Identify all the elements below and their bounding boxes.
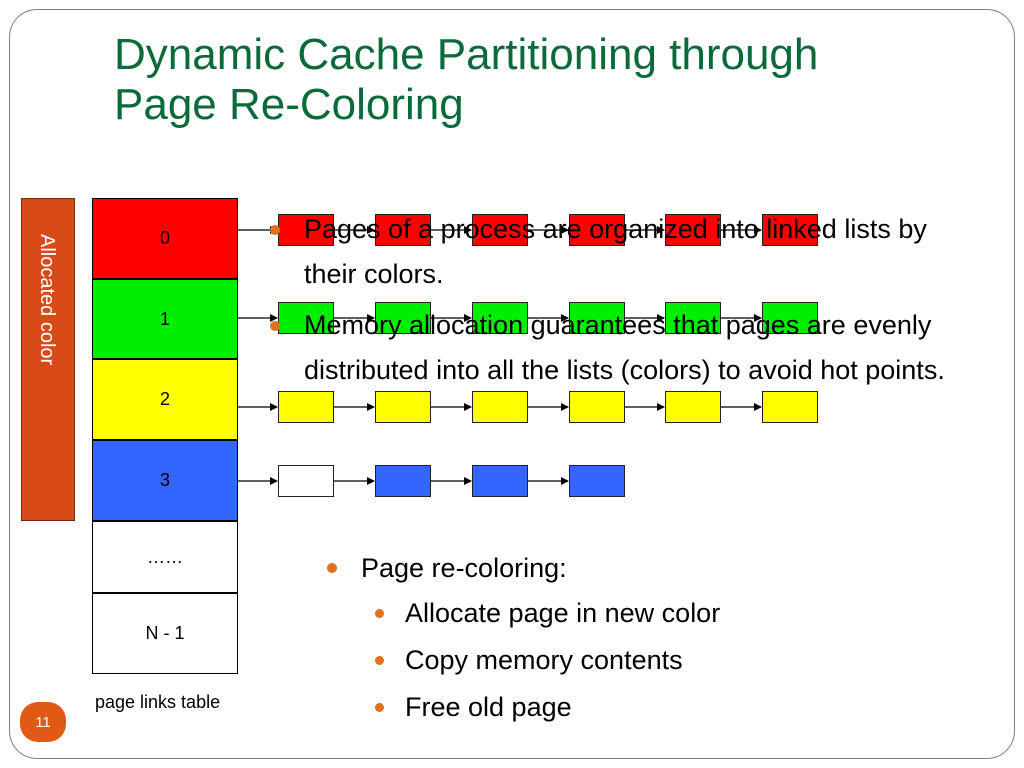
bullet-dot-icon (270, 225, 280, 235)
page-links-table-caption: page links table (95, 692, 221, 712)
page-box (762, 214, 818, 246)
page-box (762, 391, 818, 423)
page-links-table-row: 3 (92, 440, 238, 521)
bullet-item: Memory allocation guarantees that pages … (270, 303, 970, 393)
page-links-table-row-label: 3 (159, 470, 170, 490)
page-links-table-row-label: 2 (159, 389, 170, 409)
page-box (278, 302, 334, 334)
page-links-table-row-label: 1 (159, 308, 170, 329)
allocated-color-bar (21, 198, 75, 521)
recoloring-step-text: Allocate page in new color (405, 598, 721, 628)
bullet-dot-icon (375, 656, 384, 665)
page-box (472, 465, 528, 497)
recoloring-list: Page re-coloring: Allocate page in new c… (327, 546, 977, 731)
page-box (375, 391, 431, 423)
page-box (278, 214, 334, 246)
page-links-table-row: 1 (92, 279, 238, 359)
title-line-2: Page Re-Coloring (114, 80, 464, 129)
recoloring-step: Allocate page in new color (327, 590, 977, 637)
page-box (375, 214, 431, 246)
page-box (472, 214, 528, 246)
page-box (472, 302, 528, 334)
recoloring-step-text: Copy memory contents (405, 645, 683, 675)
page-links-table-row-label: …… (147, 546, 183, 567)
page-links-table-row: 2 (92, 359, 238, 440)
page-box (569, 391, 625, 423)
recoloring-step-text: Free old page (405, 692, 572, 722)
recoloring-step: Free old page (327, 684, 977, 731)
recoloring-step: Copy memory contents (327, 637, 977, 684)
page-links-table-row: 0 (92, 198, 238, 279)
page-box (569, 302, 625, 334)
page-box (665, 302, 721, 334)
page-links-table-row-label: 0 (159, 228, 170, 248)
page-box (569, 214, 625, 246)
recoloring-heading-text: Page re-coloring: (361, 553, 567, 583)
bullet-dot-icon (327, 563, 337, 573)
page-links-table-row: …… (92, 521, 238, 593)
slide-number: 11 (35, 713, 51, 731)
page-box (278, 465, 334, 497)
page-box (375, 465, 431, 497)
bullet-dot-icon (375, 703, 384, 712)
slide-title: Dynamic Cache Partitioning through Page … (114, 30, 994, 130)
page-box (665, 214, 721, 246)
bullet-text: Pages of a process are organized into li… (304, 214, 927, 289)
page-box (472, 391, 528, 423)
bullet-text: Memory allocation guarantees that pages … (304, 310, 945, 385)
bullet-list: Pages of a process are organized into li… (270, 207, 970, 393)
bullet-dot-icon (375, 609, 384, 618)
page-box (375, 302, 431, 334)
bullet-item: Pages of a process are organized into li… (270, 207, 970, 297)
page-box (278, 391, 334, 423)
page-links-table-row-label: N - 1 (145, 623, 185, 643)
page-box (762, 302, 818, 334)
title-line-1: Dynamic Cache Partitioning through (114, 30, 819, 79)
slide-number-badge: 11 (20, 702, 66, 742)
page-links-table-row: N - 1 (92, 593, 238, 674)
page-box (665, 391, 721, 423)
bullet-dot-icon (270, 321, 280, 331)
recoloring-heading: Page re-coloring: (327, 546, 977, 590)
page-box (569, 465, 625, 497)
